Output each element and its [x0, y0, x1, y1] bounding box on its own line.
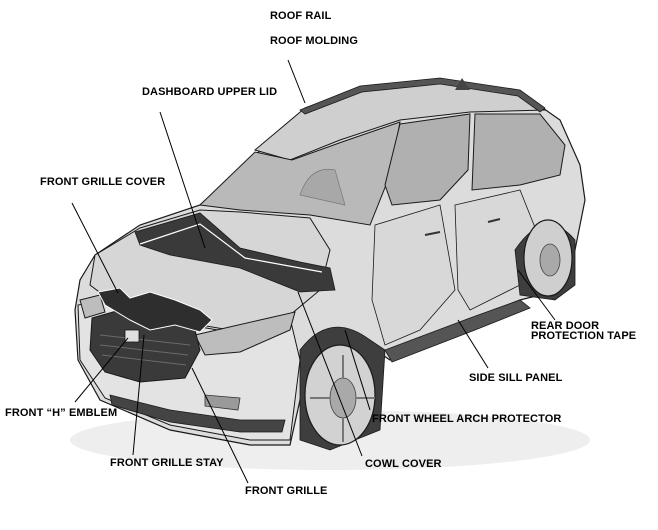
h-emblem-part [125, 330, 139, 342]
label-front-grille-cover: FRONT GRILLE COVER [40, 176, 165, 188]
leader-roof-molding [288, 60, 305, 103]
label-cowl-cover: COWL COVER [365, 458, 442, 470]
label-front-grille: FRONT GRILLE [245, 485, 327, 497]
label-side-sill-panel: SIDE SILL PANEL [469, 372, 562, 384]
rear-wheel-hub [540, 244, 560, 276]
label-front-grille-stay: FRONT GRILLE STAY [110, 457, 224, 469]
label-roof-molding: ROOF MOLDING [270, 35, 358, 47]
label-front-wheel-arch-protector: FRONT WHEEL ARCH PROTECTOR [372, 413, 561, 425]
label-rear-door-protection-tape-line2: PROTECTION TAPE [531, 330, 636, 342]
label-dashboard-upper-lid: DASHBOARD UPPER LID [142, 86, 277, 98]
label-roof-rail: ROOF RAIL [270, 10, 331, 22]
label-front-h-emblem: FRONT “H” EMBLEM [5, 407, 117, 419]
